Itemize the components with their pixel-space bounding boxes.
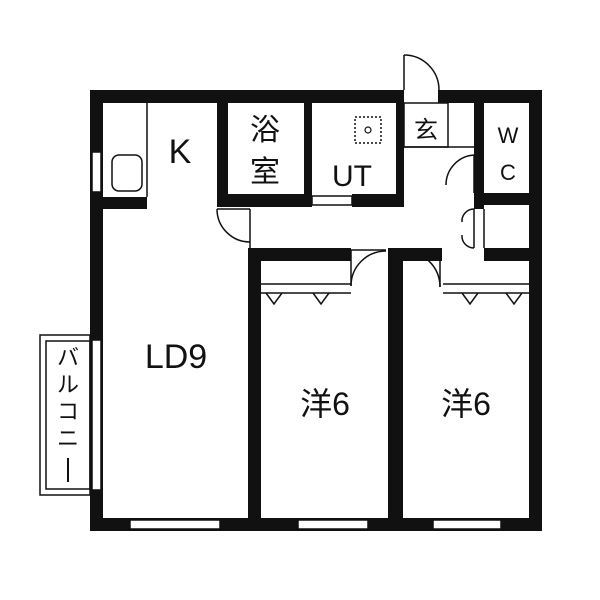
- interior-walls: [103, 103, 531, 525]
- balcony-label: バ ル コ ニ: [57, 345, 79, 482]
- room-labels: K 浴 室 UT 玄 W C LD9 洋6 洋6: [145, 114, 519, 422]
- balcony-char-3: コ: [57, 399, 79, 424]
- bath-label-line1: 浴: [250, 114, 280, 147]
- kitchen-counter: [111, 103, 148, 197]
- utility-label: UT: [332, 160, 372, 193]
- ld-door: [216, 208, 251, 248]
- balcony-char-4: ニ: [57, 426, 79, 451]
- balcony-window: [91, 339, 102, 491]
- entrance-label: 玄: [414, 117, 438, 144]
- bath-label-line2: 室: [250, 156, 280, 189]
- western-room-a-label: 洋6: [300, 386, 350, 422]
- balcony: [39, 334, 91, 496]
- entrance-area: [403, 102, 474, 148]
- windows: [91, 151, 502, 530]
- wc-door: [445, 154, 475, 193]
- room-b-window: [432, 519, 502, 530]
- kitchen-sink: [111, 154, 143, 192]
- kitchen-window: [91, 151, 102, 193]
- utility-window: [311, 195, 353, 206]
- front-door: [403, 54, 440, 91]
- western-room-b-label: 洋6: [441, 386, 491, 422]
- balcony-char-1: バ: [57, 345, 79, 370]
- wc-label-line2: C: [500, 160, 516, 185]
- washer-pan: [354, 116, 382, 144]
- room-a-window: [297, 519, 369, 530]
- wc-label-line1: W: [498, 123, 519, 148]
- room-b-door: [403, 249, 441, 288]
- kitchen-label: K: [169, 133, 192, 171]
- living-dining-label: LD9: [145, 338, 207, 376]
- balcony-char-2: ル: [57, 372, 79, 397]
- room-a-door: [350, 249, 387, 287]
- doors: [216, 54, 485, 288]
- storage-door: [461, 208, 485, 249]
- closets: [261, 283, 531, 306]
- ld-window: [129, 519, 221, 530]
